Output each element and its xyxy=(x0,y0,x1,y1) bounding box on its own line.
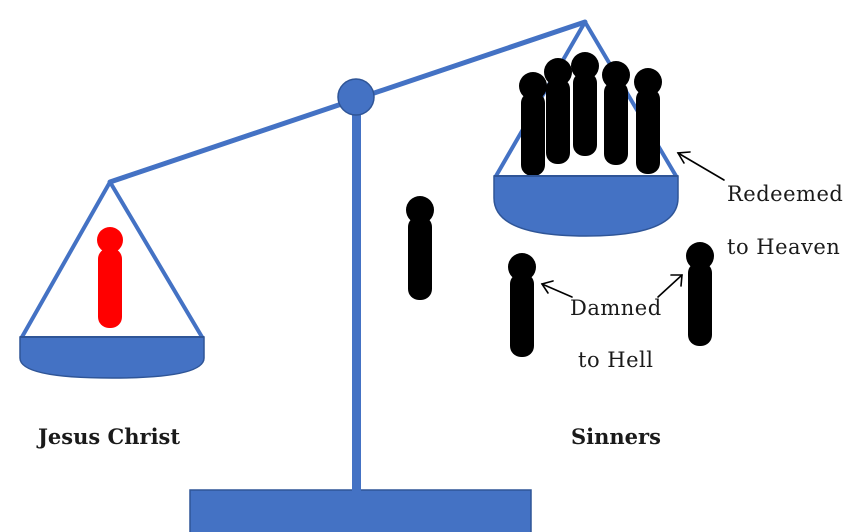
scale-base xyxy=(189,489,532,532)
redeemed-figure xyxy=(519,72,547,176)
label-sinners: Sinners xyxy=(571,424,661,449)
label-jesus-christ: Jesus Christ xyxy=(38,424,181,449)
redeemed-figure xyxy=(571,52,599,156)
right-pan xyxy=(493,175,679,237)
arrow-damned-right xyxy=(657,274,683,298)
sinner-figure xyxy=(406,196,434,300)
left-pan xyxy=(19,336,205,379)
label-damned: Damned xyxy=(570,296,662,320)
arrow-redeemed xyxy=(676,151,725,181)
scale-pivot xyxy=(337,78,375,116)
redeemed-figure xyxy=(602,61,630,165)
redeemed-figure xyxy=(634,68,662,174)
label-redeemed: Redeemed xyxy=(727,182,844,206)
label-to-hell: to Hell xyxy=(578,348,654,372)
arrow-damned-left xyxy=(540,280,573,298)
redeemed-figures xyxy=(519,52,662,176)
scale-pole xyxy=(352,100,361,492)
redeemed-figure xyxy=(544,58,572,164)
left-pan-strings xyxy=(20,180,204,339)
christ-figure xyxy=(97,227,123,328)
label-to-heaven: to Heaven xyxy=(727,235,841,259)
damned-figure-left xyxy=(508,253,536,357)
damned-figure-right xyxy=(686,242,714,346)
